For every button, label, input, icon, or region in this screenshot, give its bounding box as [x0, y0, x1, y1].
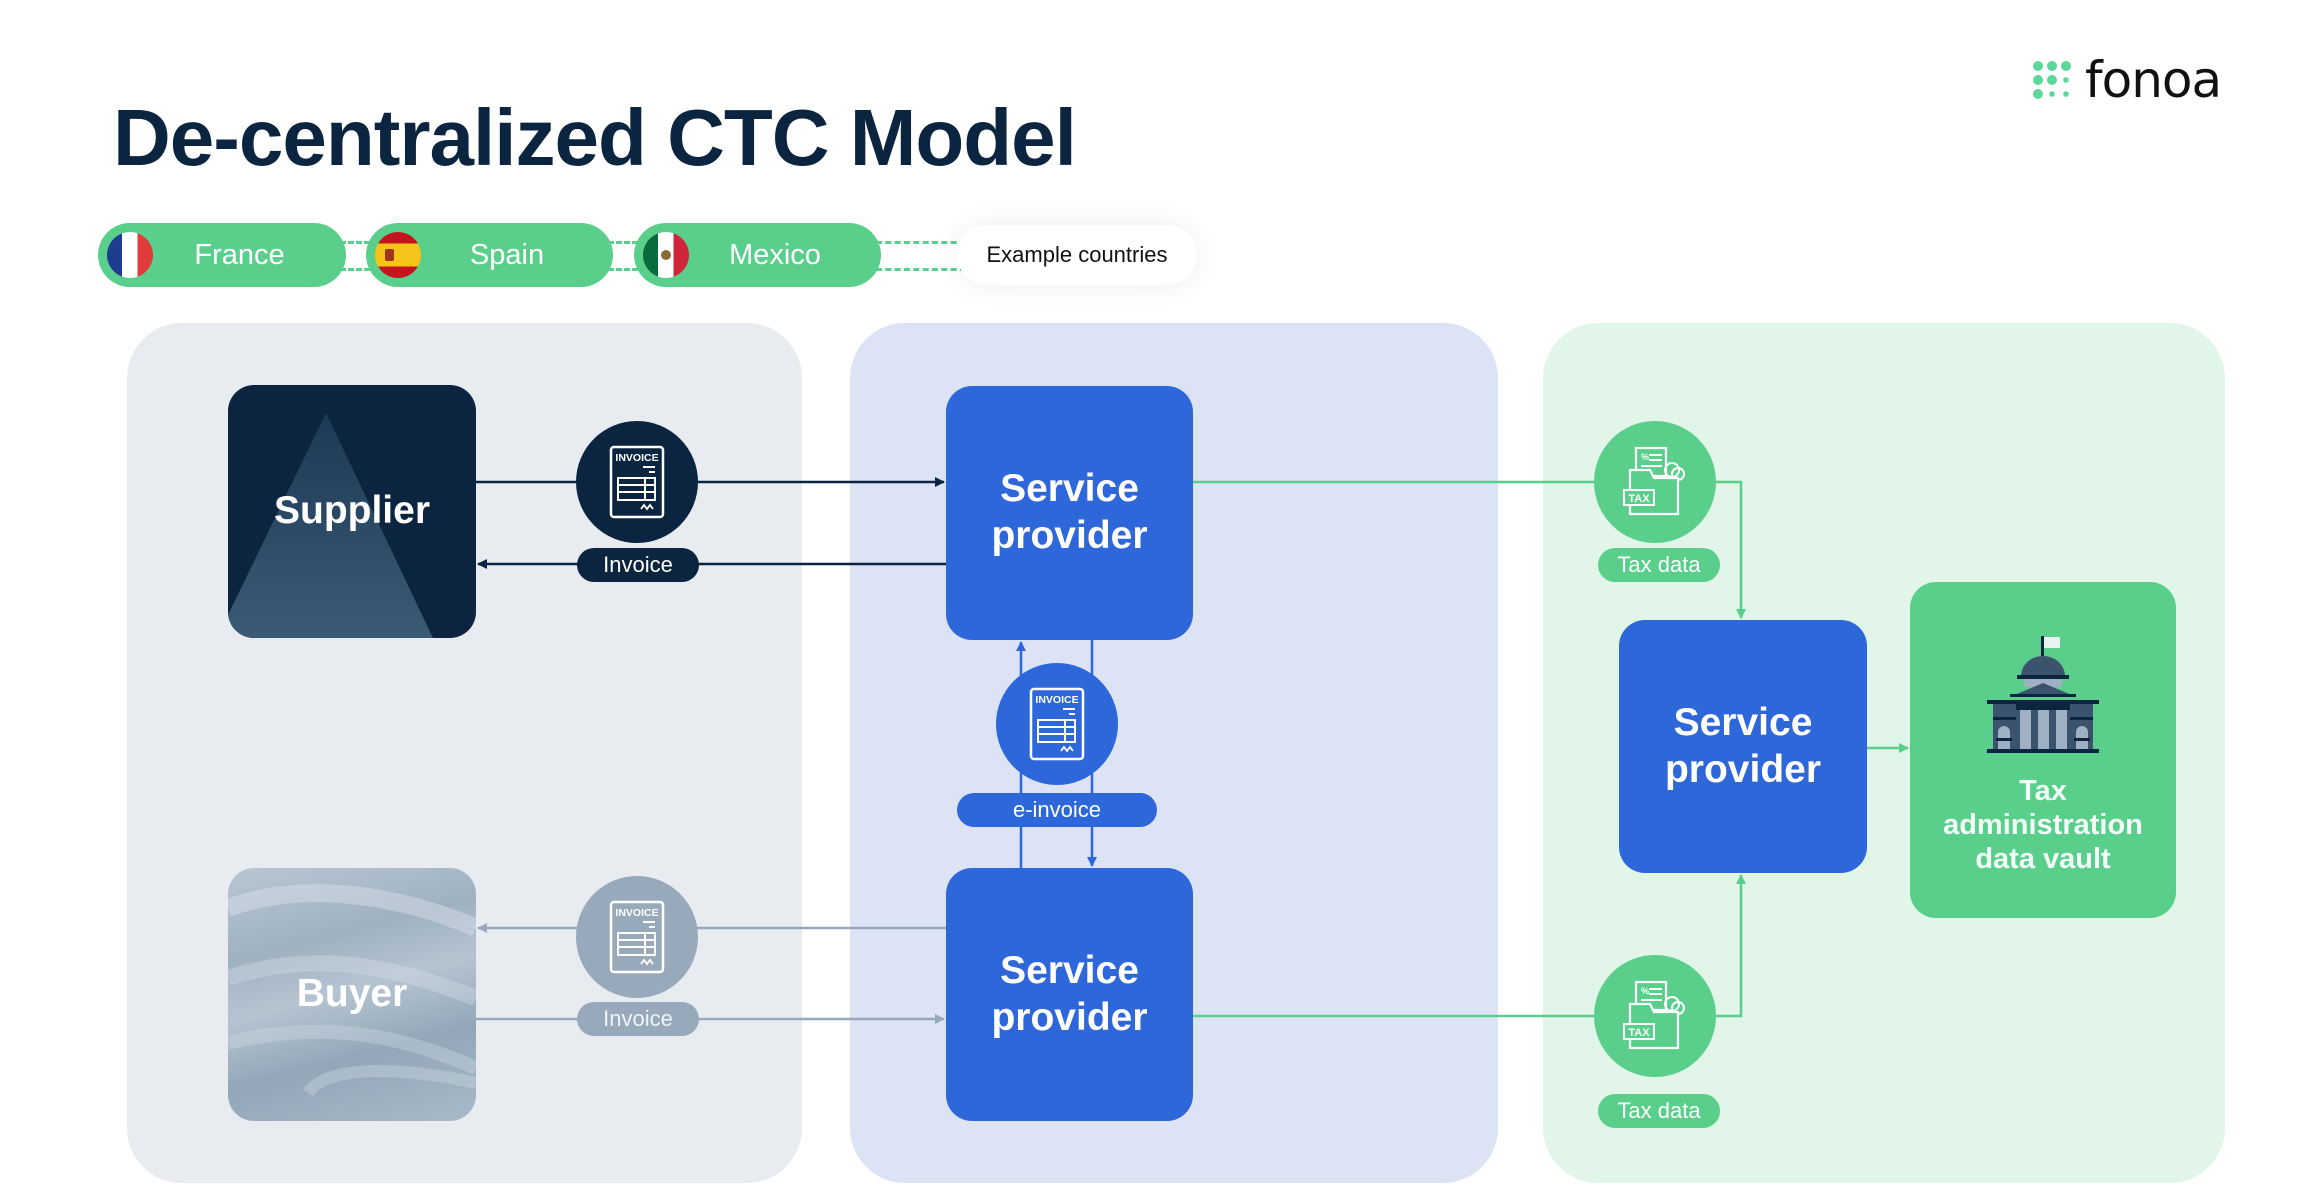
invoice-label-top: Invoice	[577, 548, 699, 582]
arrow-sp-top-to-sp-right	[1193, 480, 1746, 619]
service-provider-tax: Service provider	[1619, 620, 1867, 873]
government-building-icon	[1987, 636, 2099, 753]
svg-text:TAX: TAX	[1628, 1027, 1650, 1039]
invoice-label-bottom: Invoice	[577, 1002, 699, 1036]
service-provider-label: Service provider	[991, 467, 1148, 557]
dot-grid-icon	[2033, 61, 2071, 99]
tax-data-circle: % TAX	[1594, 955, 1716, 1077]
dashed-connector	[876, 241, 966, 244]
fonoa-logo: fonoa	[2033, 51, 2222, 109]
logo-text: fonoa	[2085, 51, 2222, 109]
e-invoice-document-circle: INVOICE	[996, 663, 1118, 785]
svg-text:%: %	[1641, 986, 1649, 996]
spain-flag-icon	[375, 232, 421, 278]
invoice-document-icon: INVOICE	[609, 445, 665, 519]
buyer-node: Buyer	[228, 868, 476, 1121]
svg-text:INVOICE: INVOICE	[615, 452, 658, 464]
france-flag-icon	[107, 232, 153, 278]
country-name: Spain	[469, 238, 545, 271]
arrow-sp-bottom-to-sp-right	[1193, 874, 1746, 1018]
dashed-connector	[340, 241, 370, 244]
supplier-node: Supplier	[228, 385, 476, 638]
country-pill-mexico: Mexico	[634, 223, 881, 287]
tax-data-label-top: Tax data	[1598, 548, 1720, 582]
service-provider-top: Service provider	[946, 386, 1193, 640]
svg-text:%: %	[1641, 452, 1649, 462]
invoice-document-icon: INVOICE	[609, 900, 665, 974]
dashed-connector	[876, 268, 966, 271]
tax-data-circle: % TAX	[1594, 421, 1716, 543]
tax-administration-vault: Tax administration data vault	[1910, 582, 2176, 918]
invoice-document-circle: INVOICE	[576, 421, 698, 543]
svg-text:INVOICE: INVOICE	[615, 907, 658, 919]
e-invoice-label: e-invoice	[957, 793, 1157, 827]
supplier-label: Supplier	[273, 489, 431, 533]
tax-folder-icon: % TAX	[1623, 980, 1685, 1050]
tax-vault-label: Tax administration data vault	[1943, 775, 2143, 876]
service-provider-bottom: Service provider	[946, 868, 1193, 1121]
service-provider-label: Service provider	[991, 948, 1148, 1039]
service-provider-label: Service provider	[1664, 700, 1822, 791]
buyer-background-art	[228, 884, 476, 1097]
buyer-label: Buyer	[296, 972, 408, 1016]
tax-folder-icon: % TAX	[1623, 446, 1685, 516]
invoice-document-circle: INVOICE	[576, 876, 698, 998]
country-name: Mexico	[729, 238, 821, 271]
page-title: De-centralized CTC Model	[113, 93, 1077, 182]
invoice-document-icon: INVOICE	[1029, 687, 1085, 761]
example-countries-caption: Example countries	[957, 225, 1197, 285]
dashed-connector	[340, 268, 370, 271]
country-name: France	[194, 238, 285, 271]
dashed-connector	[608, 268, 638, 271]
supplier-background-art	[228, 413, 433, 638]
tax-data-label-bottom: Tax data	[1598, 1094, 1720, 1128]
country-pill-spain: Spain	[366, 223, 613, 287]
svg-text:INVOICE: INVOICE	[1035, 694, 1078, 706]
mexico-flag-icon	[643, 232, 689, 278]
svg-text:TAX: TAX	[1628, 493, 1650, 505]
dashed-connector	[608, 241, 638, 244]
country-pill-france: France	[98, 223, 346, 287]
